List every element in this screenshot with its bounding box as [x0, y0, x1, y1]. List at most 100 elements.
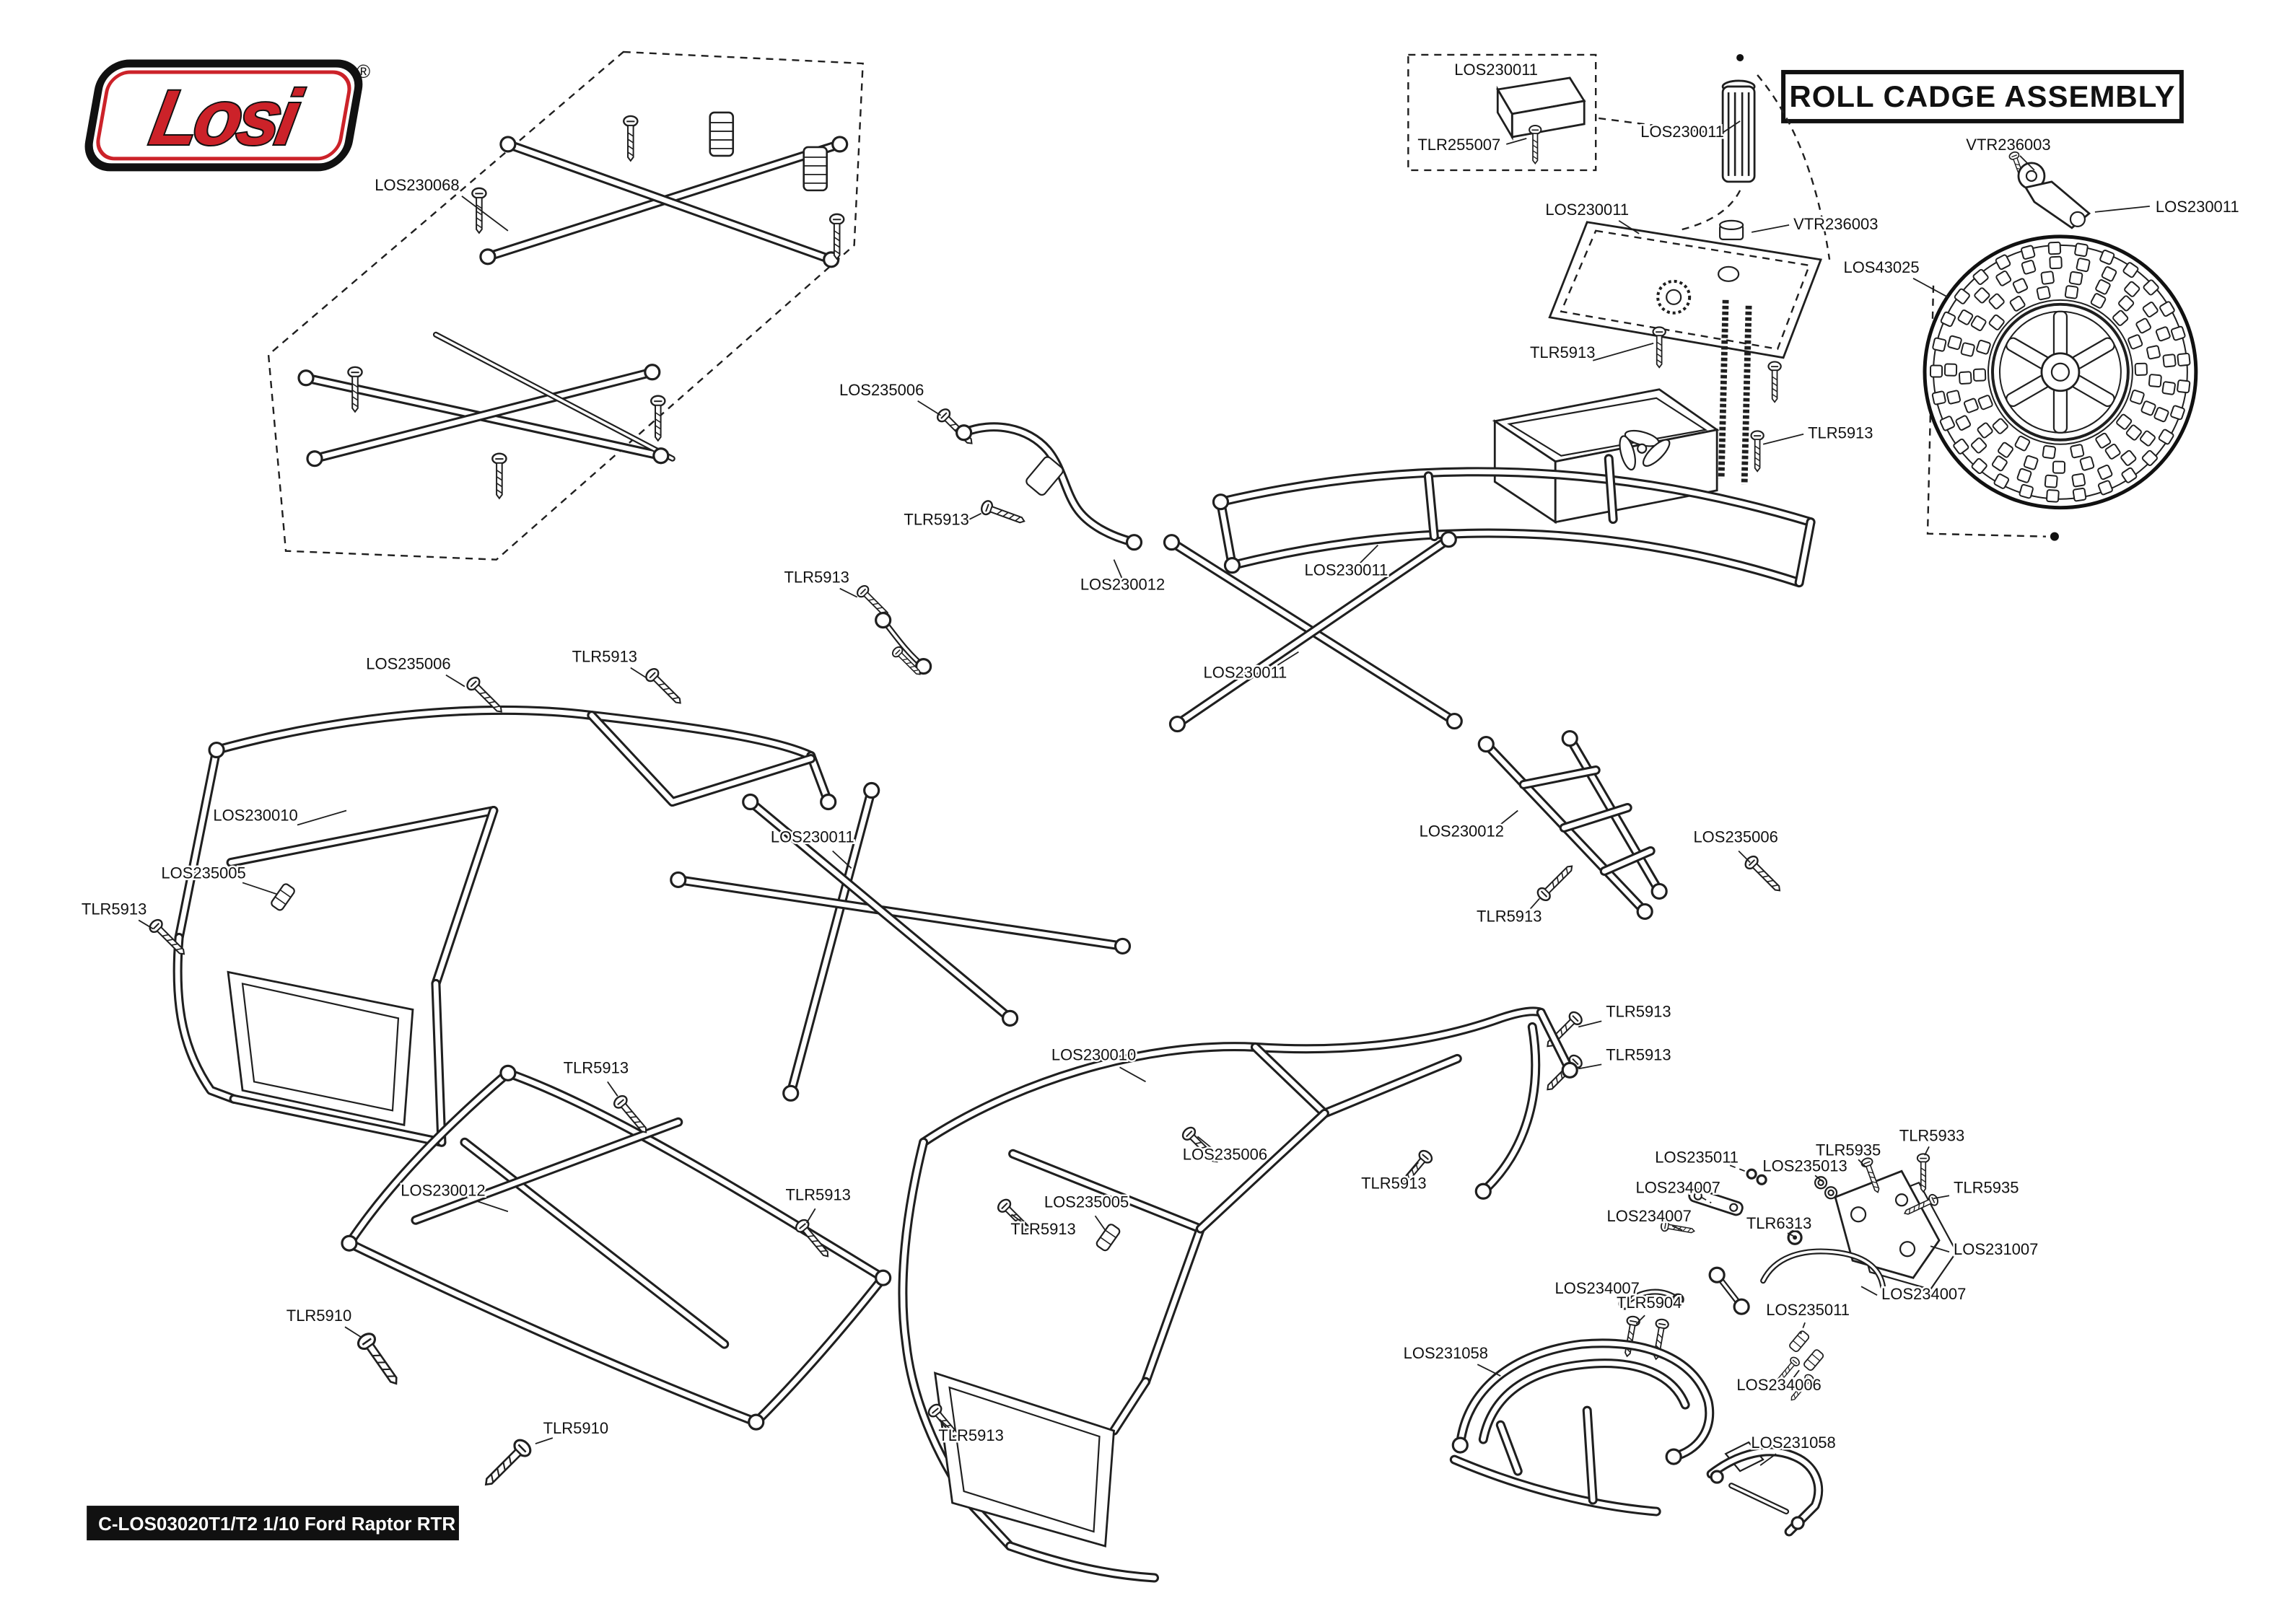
tire-knob: [2049, 255, 2063, 270]
leader-line: [1924, 1146, 1930, 1156]
leader-line: [477, 1201, 509, 1213]
leader-line: [1930, 1245, 1950, 1253]
leader-line: [138, 919, 154, 930]
leader-line: [1762, 433, 1804, 445]
leader-line: [535, 1437, 554, 1444]
tire-knob: [1954, 288, 1970, 304]
part-label: LOS230011: [771, 828, 854, 846]
leader-line: [445, 674, 465, 688]
tire-knob: [2068, 271, 2083, 286]
leader-line: [805, 1208, 816, 1224]
leader-line: [1197, 1136, 1215, 1150]
tire-knob: [2012, 278, 2029, 294]
tire-knob: [2158, 429, 2174, 445]
tire-knob: [1988, 314, 2005, 330]
leader-line: [1860, 1286, 1878, 1296]
tire-knob: [2122, 262, 2139, 278]
page-title: ROLL CADGE ASSEMBLY: [1789, 79, 2175, 113]
leader-line: [1113, 559, 1124, 580]
spacer-cylinder-icon: [709, 111, 735, 157]
leader-line: [1858, 1159, 1866, 1167]
tire-knob: [2040, 271, 2055, 285]
part-labels-layer: LOS230068LOS230011TLR255007LOS230011VTR2…: [79, 58, 2241, 1466]
tire-knob: [2076, 258, 2091, 273]
tire-knob: [2097, 480, 2113, 496]
tire-knob: [2177, 352, 2191, 367]
tire-knob: [2155, 326, 2171, 342]
front-bumper-assembly: [1449, 1338, 1715, 1517]
part-label: LOS235006: [1183, 1145, 1267, 1163]
tire-knob: [2064, 285, 2079, 299]
leader-line: [1814, 1175, 1823, 1182]
skid-bracket: [1706, 1441, 1824, 1537]
tire-knob: [1963, 398, 1979, 413]
leader-line: [1011, 1213, 1028, 1226]
mount-block-inset: [1407, 53, 1712, 172]
leader-line: [1578, 1063, 1602, 1070]
tire-knob: [2009, 295, 2026, 312]
losi-logo: Losi ®: [84, 59, 370, 172]
part-label: LOS230010: [1051, 1045, 1136, 1063]
part-label: LOS235013: [1762, 1156, 1847, 1175]
tire-knob: [1943, 363, 1958, 377]
part-label: TLR5913: [1808, 424, 1873, 442]
leader-line: [1618, 220, 1640, 234]
part-label: TLR5913: [564, 1058, 629, 1076]
leader-line: [461, 196, 509, 232]
part-label: LOS230068: [375, 176, 459, 194]
leader-line: [1357, 545, 1378, 566]
part-label: LOS230012: [1420, 822, 1504, 840]
part-label: TLR5910: [543, 1419, 608, 1437]
leader-line: [939, 1418, 955, 1433]
tire-knob: [2074, 242, 2089, 258]
tire-knob: [2019, 483, 2034, 499]
tire-knob: [2116, 413, 2133, 430]
leader-line: [1738, 850, 1751, 864]
tire-knob: [1972, 268, 1989, 285]
part-label: LOS231007: [1954, 1240, 2038, 1258]
leader-line: [1620, 1296, 1632, 1299]
tire-knob: [2134, 362, 2148, 377]
part-label: LOS235006: [839, 381, 924, 399]
tire-knob: [1970, 437, 1987, 454]
leader-line: [1477, 1364, 1501, 1377]
part-label: TLR5913: [1606, 1002, 1671, 1020]
part-label: LOS234007: [1555, 1279, 1640, 1297]
leader-line: [297, 809, 347, 826]
tire-knob: [1972, 368, 1987, 382]
leader-line: [1751, 224, 1790, 233]
tire-knob: [2090, 293, 2107, 309]
part-label: TLR5913: [1361, 1174, 1426, 1192]
part-label: LOS230011: [1640, 123, 1724, 141]
tire-knob: [1957, 309, 1974, 325]
tire-knob: [2095, 432, 2112, 449]
part-label: TLR5935: [1954, 1178, 2019, 1196]
tire-knob: [2112, 310, 2129, 326]
small-link-tube: [854, 582, 932, 680]
tire-knob: [1947, 335, 1962, 351]
leader-line: [1800, 1322, 1806, 1335]
hub-horn-part: [2008, 150, 2091, 229]
tire-knob: [2162, 354, 2177, 368]
tire-knob: [1995, 254, 2011, 271]
tire-knob: [2130, 390, 2145, 405]
part-label: LOS235005: [1044, 1193, 1129, 1211]
tire-knob: [2046, 489, 2060, 503]
tire-knob: [2070, 444, 2085, 459]
tire-knob: [2143, 279, 2159, 296]
tire-knob: [2099, 250, 2115, 265]
tire-knob: [2161, 381, 2176, 395]
part-label: LOS231058: [1404, 1344, 1488, 1362]
leader-line: [917, 400, 942, 416]
leader-line: [344, 1326, 362, 1338]
leader-line: [1635, 1314, 1645, 1325]
part-label: LOS235011: [1655, 1148, 1739, 1166]
part-label: TLR5913: [1606, 1045, 1671, 1063]
tire-knob: [2146, 345, 2161, 360]
leader-line: [1270, 651, 1299, 670]
tire-knob: [1971, 457, 1987, 475]
part-label: LOS234006: [1736, 1376, 1821, 1394]
bed-plate-assembly: [1492, 219, 1823, 524]
part-label: VTR236003: [1793, 215, 1878, 233]
tire-knob: [1932, 337, 1947, 352]
